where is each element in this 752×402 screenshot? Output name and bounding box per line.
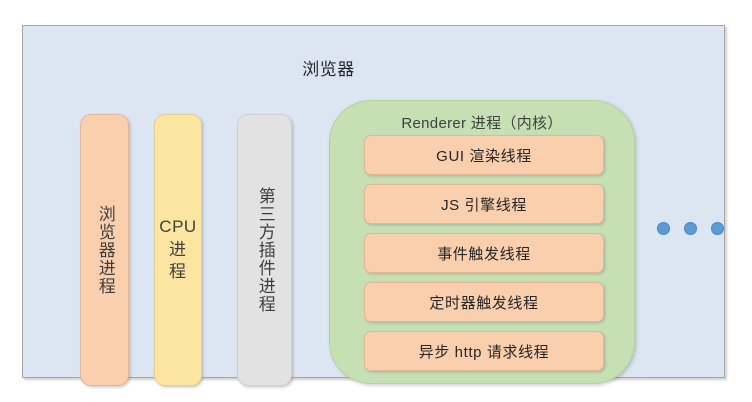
thread-label-event-trigger: 事件触发线程 (437, 245, 531, 263)
process-box-browser: 浏览器进程 (80, 114, 129, 386)
thread-box-event-trigger: 事件触发线程 (364, 233, 604, 273)
process-box-cpu: CPU 进 程 (154, 114, 202, 386)
process-label-plugin: 第三方插件进程 (255, 187, 275, 313)
ellipsis-dots-icon (657, 222, 724, 235)
process-box-plugin: 第三方插件进程 (237, 114, 292, 386)
thread-box-timer-trigger: 定时器触发线程 (364, 282, 604, 322)
renderer-process-title: Renderer 进程（内核） (401, 115, 563, 132)
thread-label-js-engine: JS 引擎线程 (441, 196, 527, 214)
thread-label-gui-render: GUI 渲染线程 (436, 147, 532, 165)
process-label-cpu-zh-2: 程 (169, 262, 187, 282)
thread-box-gui-render: GUI 渲染线程 (364, 135, 604, 175)
thread-box-async-http: 异步 http 请求线程 (364, 331, 604, 371)
diagram-title: 浏览器 (302, 60, 355, 79)
process-label-browser: 浏览器进程 (95, 205, 115, 295)
process-label-cpu: CPU 进 程 (159, 216, 196, 283)
ellipsis-dot-1 (657, 222, 670, 235)
thread-box-js-engine: JS 引擎线程 (364, 184, 604, 224)
ellipsis-dot-3 (711, 222, 724, 235)
browser-frame: 浏览器 浏览器进程 CPU 进 程 第三方插件进程 Renderer 进程（内核… (22, 25, 725, 386)
thread-label-timer-trigger: 定时器触发线程 (429, 294, 539, 312)
renderer-process-box: Renderer 进程（内核） GUI 渲染线程 JS 引擎线程 事件触发线程 … (329, 100, 635, 384)
ellipsis-dot-2 (684, 222, 697, 235)
thread-label-async-http: 异步 http 请求线程 (418, 343, 550, 361)
process-label-cpu-zh-1: 进 (169, 239, 187, 259)
process-label-cpu-latin: CPU (159, 217, 197, 237)
